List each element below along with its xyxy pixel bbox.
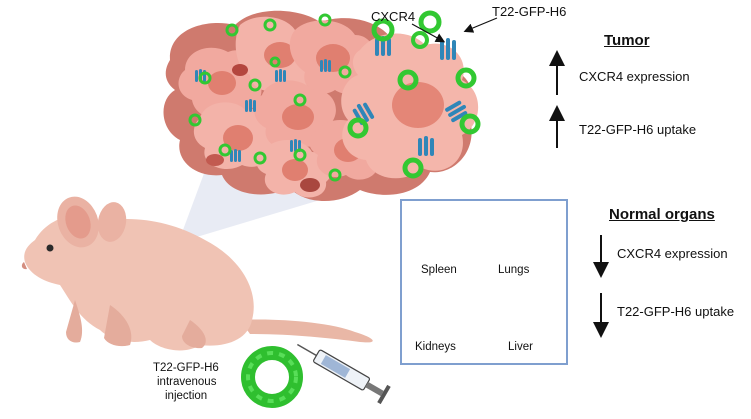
- nanoparticle-icon: [188, 10, 481, 182]
- normal-uptake: T22-GFP-H6 uptake: [617, 304, 735, 319]
- injection-label-line3: injection: [165, 390, 208, 402]
- spleen-label: Spleen: [421, 264, 457, 276]
- mouse-icon: [21, 196, 373, 351]
- cxcr4-receptor-icon: [195, 36, 468, 162]
- tumor-header: Tumor: [604, 32, 650, 49]
- tumor-cxcr4-expression: CXCR4 expression: [579, 69, 690, 84]
- normal-organs-box: [400, 199, 568, 365]
- cxcr4-pointer: [411, 23, 446, 43]
- t22-gfp-h6-label: T22-GFP-H6: [492, 4, 567, 19]
- cxcr4-label: CXCR4: [371, 9, 416, 24]
- normal-organs-header: Normal organs: [609, 206, 715, 223]
- tumor-mass: [163, 10, 479, 202]
- injection-label-line2: intravenous: [157, 376, 217, 388]
- syringe-icon: [296, 343, 391, 405]
- t22-pointer: [463, 17, 498, 33]
- tumor-uptake: T22-GFP-H6 uptake: [579, 122, 697, 137]
- kidneys-label: Kidneys: [415, 341, 456, 353]
- injection-label-line1: T22-GFP-H6: [153, 362, 219, 374]
- injection-nanoparticle-icon: [241, 346, 303, 408]
- lungs-label: Lungs: [498, 264, 530, 276]
- normal-cxcr4-expression: CXCR4 expression: [617, 246, 728, 261]
- liver-label: Liver: [508, 341, 533, 353]
